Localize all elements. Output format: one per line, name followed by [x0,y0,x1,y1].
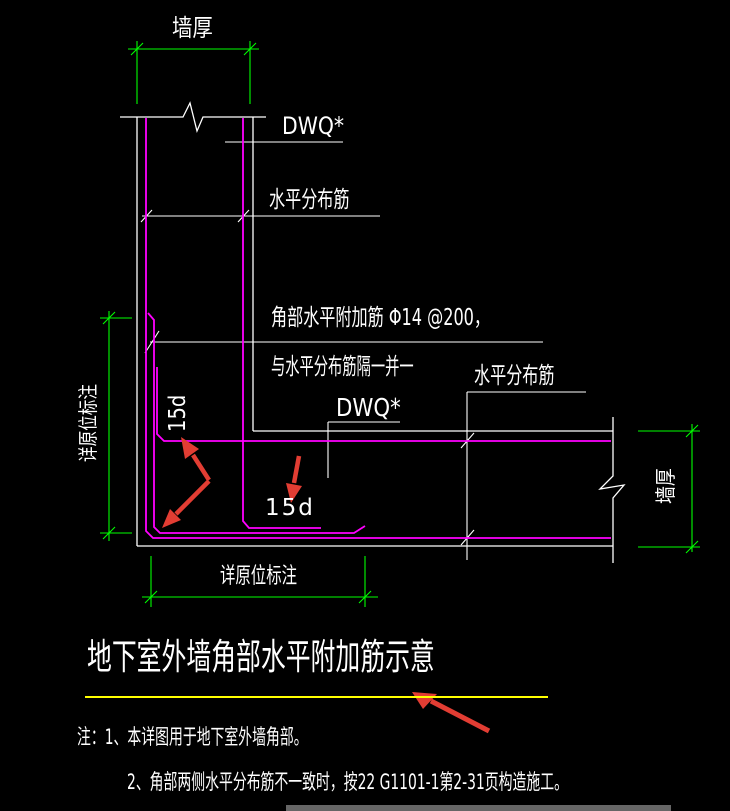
dim-tick [144,590,158,604]
arrow-to-15d-hook-icon [286,455,302,503]
dim-bottom-text-label: 详原位标注 [220,564,298,589]
annotation-arrows [162,437,491,734]
dwq-upper-label: DWQ* [282,112,345,140]
dwq-lower-label: DWQ* [336,393,401,422]
leader-lines [140,141,586,560]
note-1: 注：1、本详图用于地下室外墙角部。 [77,725,308,749]
dimension-lines [100,41,700,607]
rebar-inner-vertical-wall [242,118,321,529]
corner-additional-rebar-label-line2: 与水平分布筋隔一并一 [271,354,414,380]
wall-outline [120,101,626,563]
drawing-title: 地下室外墙角部水平附加筋示意 [87,637,435,678]
dim-tick [102,526,116,540]
anchor-length-vertical-label: 15d [165,394,191,432]
note-2: 2、角部两侧水平分布筋不一致时，按22 G1101-1第2-31页构造施工。 [127,770,568,794]
rebar-inner-horizontal-wall [156,367,611,442]
dim-left-text-label: 详原位标注 [76,384,100,462]
rebar-lines [145,118,611,539]
corner-additional-rebar-label-line1: 角部水平附加筋 Φ14 @200， [271,305,491,331]
wall-right-break-line [598,417,626,563]
dim-tick [685,540,699,554]
anchor-length-horizontal-label: 15d [265,495,315,521]
dim-tick [243,42,257,56]
wall-top-edge-with-break [120,101,266,134]
dim-tick [358,590,372,604]
rebar-outer-continuous [145,118,611,539]
dim-tick [102,311,116,325]
dim-tick [685,424,699,438]
arrow-to-additional-bar-leg-icon [181,437,211,482]
horizontal-rebar-right-label: 水平分布筋 [474,363,555,389]
wall-thickness-top-label: 墙厚 [172,14,213,42]
leader-tick [144,330,160,354]
wall-thickness-right-label: 墙厚 [654,468,678,504]
dim-tick [130,42,144,56]
horizontal-rebar-upper-label: 水平分布筋 [269,187,350,213]
arrow-to-corner-bend-icon [162,479,211,528]
rebar-corner-additional [147,312,366,534]
scrollbar-thumb[interactable] [286,805,671,811]
